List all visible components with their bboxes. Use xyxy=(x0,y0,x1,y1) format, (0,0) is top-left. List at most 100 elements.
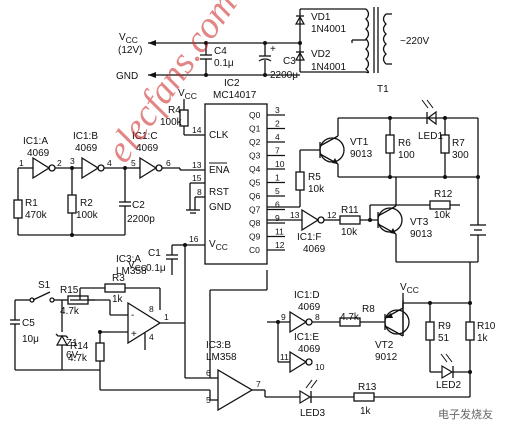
output-comparator: IC3:B LM358 6 5 7 LED3 R13 1k xyxy=(206,340,471,419)
ic2-pin-number: 6 xyxy=(275,200,280,210)
watermark-corner: 电子发烧友 xyxy=(438,407,493,421)
ic1c-pin5: 5 xyxy=(131,158,136,168)
ic1d-label: IC1:D xyxy=(294,290,320,301)
ic3a-pin4: 4 xyxy=(149,332,154,342)
ic1f-label: IC1:F xyxy=(297,232,321,243)
vd2-label: VD2 xyxy=(311,49,331,60)
pin-gnd: GND xyxy=(209,202,231,213)
ic2-pin-label: Q3 xyxy=(249,151,261,161)
ic2-pin-number: 3 xyxy=(275,105,280,115)
ic1b-part: 4069 xyxy=(75,143,98,154)
ic1f-pin12: 12 xyxy=(327,210,337,220)
ic3a-pin1: 1 xyxy=(164,312,169,322)
ic1f-pin13: 13 xyxy=(290,210,300,220)
r13-label: R13 xyxy=(358,382,377,393)
power-supply: VCC (12V) GND C4 0.1μ + C3 2200μ VD1 1N4… xyxy=(116,7,430,95)
ic2-pin-number: 1 xyxy=(275,173,280,183)
ic2-pin-number: 12 xyxy=(275,240,285,250)
ic2-pin-label: Q5 xyxy=(249,178,261,188)
r4-value: 100k xyxy=(160,117,183,128)
vt2-part: 9012 xyxy=(375,352,398,363)
ic3a-pin8: 8 xyxy=(149,304,154,314)
ic2-counter: IC2 MC14017 14 CLK 13 ENA 15 RST 8 GND 1… xyxy=(180,78,285,265)
r10-label: R10 xyxy=(477,321,496,332)
pin-15: 15 xyxy=(192,173,202,183)
ic2-pin-number: 11 xyxy=(275,227,284,237)
c3-plus: + xyxy=(270,44,276,55)
ic3a-part: LM358 xyxy=(116,266,147,277)
vd2-value: 1N4001 xyxy=(311,62,346,73)
r1-label: R1 xyxy=(25,198,38,209)
decoupling: C1 VCC 0.1μ xyxy=(128,243,210,379)
ac-input-label: ~220V xyxy=(400,36,430,47)
ic1b-pin4: 4 xyxy=(107,158,112,168)
r4-label: R4 xyxy=(168,105,181,116)
r7-label: R7 xyxy=(452,138,465,149)
ic2-pin-label: Q9 xyxy=(249,232,261,242)
ic2-pin-label: Q4 xyxy=(249,164,261,174)
ic1c-pin6: 6 xyxy=(166,158,171,168)
vcc-voltage-label: (12V) xyxy=(118,45,142,56)
ic2-pin-label: Q2 xyxy=(249,137,261,147)
r11-value: 10k xyxy=(341,227,358,238)
timer-comparator: R3 1k IC3:A LM358 - + 8 1 4 R15 4.7k S1 xyxy=(10,254,210,391)
r15-value: 4.7k xyxy=(60,306,80,317)
c1-value: 0.1μ xyxy=(146,263,166,274)
r12-label: R12 xyxy=(434,189,453,200)
ic2-pin-label: Q6 xyxy=(249,191,261,201)
c3-label: C3 xyxy=(283,56,296,67)
ic1e-part: 4069 xyxy=(298,344,321,355)
ic3b-label: IC3:B xyxy=(206,340,231,351)
c4-label: C4 xyxy=(214,46,227,57)
led2-label: LED2 xyxy=(436,380,461,391)
ic3b-part: LM358 xyxy=(206,352,237,363)
c2-value: 2200p xyxy=(127,214,155,225)
vt3-label: VT3 xyxy=(410,217,429,228)
r7-value: 300 xyxy=(452,150,469,161)
lamp1-driver: R5 10k VT1 9013 R6 100 LED1 R7 300 xyxy=(267,99,478,208)
vcc-vt2: VCC xyxy=(400,282,419,295)
ic1c-label: IC1:C xyxy=(132,131,158,142)
r11-label: R11 xyxy=(341,205,359,216)
ic1a-pin2: 2 xyxy=(57,158,62,168)
pin-16: 16 xyxy=(189,234,199,244)
r3-label: R3 xyxy=(112,273,125,284)
c5-label: C5 xyxy=(22,318,35,329)
t1-label: T1 xyxy=(377,84,389,95)
ic3a-plus: + xyxy=(131,329,137,340)
alarm-driver: IC1:D 4069 9 8 IC1:E 4069 11 10 R8 4.7k … xyxy=(209,262,496,393)
r2-value: 100k xyxy=(76,210,99,221)
vd1-value: 1N4001 xyxy=(311,24,346,35)
r1-value: 470k xyxy=(25,210,48,221)
r5-value: 10k xyxy=(308,184,325,195)
z1-value: 6V xyxy=(66,350,79,361)
pin-13: 13 xyxy=(192,160,202,170)
r14-label: R14 xyxy=(70,341,89,352)
c3-value: 2200μ xyxy=(270,70,298,81)
ic2-pin-label: Q0 xyxy=(249,110,261,120)
ic3b-pin6: 6 xyxy=(206,368,211,378)
pin-rst: RST xyxy=(209,187,229,198)
ic2-pin-number: 7 xyxy=(275,146,280,156)
c2-label: C2 xyxy=(132,200,145,211)
c4-value: 0.1μ xyxy=(214,58,234,69)
ic2-pin-number: 2 xyxy=(275,119,280,129)
ic1e-label: IC1:E xyxy=(294,332,319,343)
led3-label: LED3 xyxy=(300,408,325,419)
r6-value: 100 xyxy=(398,150,415,161)
ic1b-pin3: 3 xyxy=(70,156,75,166)
ic2-pin-label: Q8 xyxy=(249,218,261,228)
r2-label: R2 xyxy=(80,198,93,209)
ic2-pin-number: 5 xyxy=(275,186,280,196)
ic1e-pin11: 11 xyxy=(280,352,289,362)
vcc-label: VCC xyxy=(119,32,138,45)
pin-clk: CLK xyxy=(209,130,229,141)
r6-label: R6 xyxy=(398,138,411,149)
ic2-pin-number: 4 xyxy=(275,132,280,142)
ic3b-pin7: 7 xyxy=(256,379,261,389)
c1-label: C1 xyxy=(148,248,161,259)
led1-label: LED1 xyxy=(418,131,443,142)
c5-value: 10μ xyxy=(22,334,39,345)
